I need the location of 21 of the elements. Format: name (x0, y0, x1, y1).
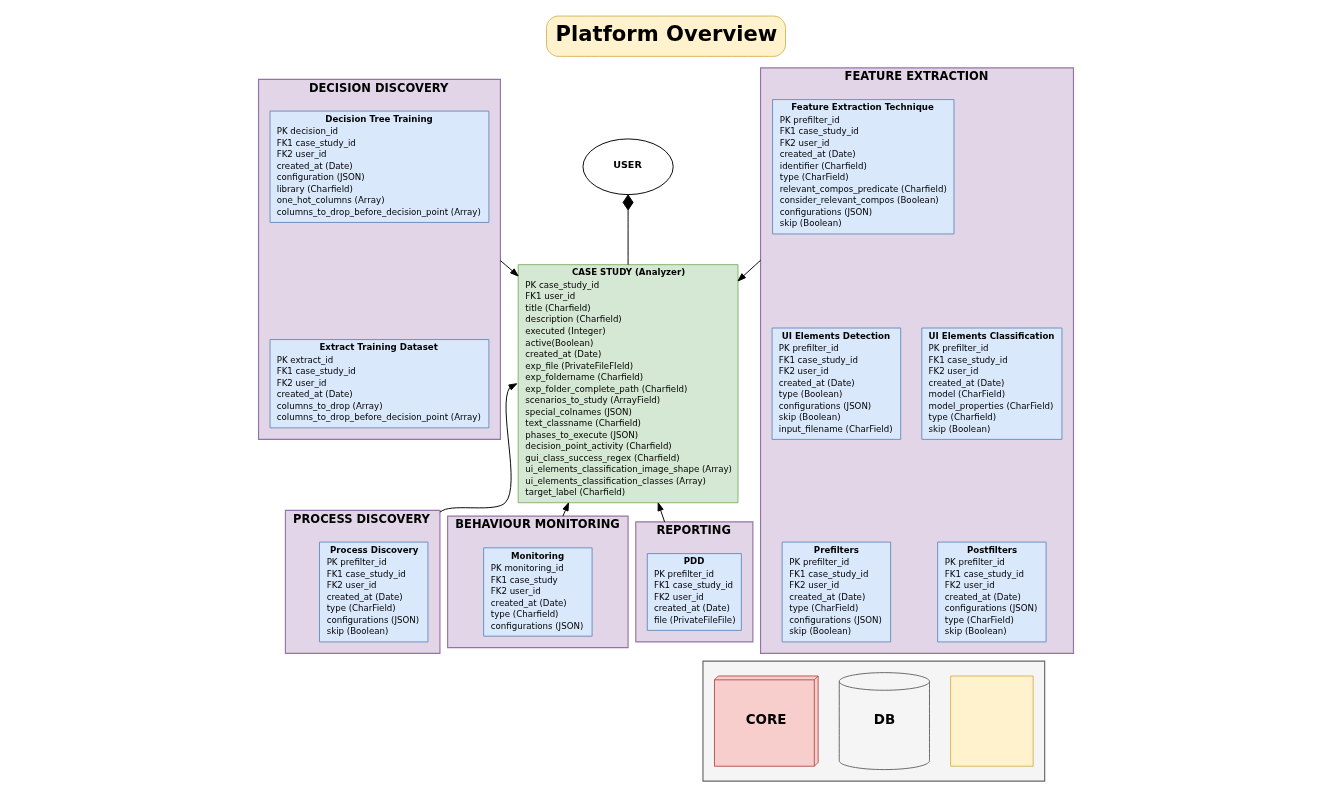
arrow (438, 383, 517, 513)
node-box: PDD PK prefilter_id FK1 case_study_id FK2 user_id created_at (Date) file (PrivateFileFile) (646, 553, 742, 631)
node-box: UI Elements Classification PK prefilter_id FK1 case_study_id FK2 user_id created_at (Date) model (CharField) model_properties (CharField) type (Charfield) skip (Boolean) (920, 327, 1062, 440)
node-box: Decision Tree Training PK decision_id FK1 case_study_id FK2 user_id created_at (Date) configuration (JSON) library (Charfield) one_hot_columns (Array) columns_to_drop_before_decision_point (Array) (269, 110, 489, 223)
node-box: Monitoring PK monitoring_id FK1 case_study FK2 user_id created_at (Date) type (Charfield) configurations (JSON) (482, 547, 593, 637)
arrow (657, 502, 665, 523)
node-box: CASE STUDY (Analyzer) PK case_study_id FK1 user_id title (Charfield) description (Charfield) executed (Integer) active(Boolean) created_at (Date) exp_file (PrivateFileFIeld) exp_foldername (Charfield) exp_folder_complete_path (Charfield) scenarios_to_study (ArrayField) special_colnames (JSON) text_classname (Charfield) phases_to_execute (JSON) decision_point_activity (Charfield) gui_class_success_regex (Charfield) ui_elements_classification_image_shape (Array) ui_elements_classification_classes (Array) target_label (Charfield) (517, 264, 738, 504)
node-box: Postfilters PK prefilter_id FK1 case_study_id FK2 user_id created_at (Date) configurations (JSON) type (CharField) skip (Boolean) (936, 541, 1047, 643)
connector (622, 194, 634, 266)
node-box: UI Elements Detection PK prefilter_id FK1 case_study_id FK2 user_id created_at (Date) type (Boolean) configurations (JSON) skip (Boolean) input_filename (CharField) (771, 327, 901, 440)
diagram-title: Platform Overview (555, 20, 777, 46)
arrow (737, 259, 761, 282)
arrow (499, 260, 519, 277)
arrow (561, 502, 569, 517)
node-box: Feature Extraction Technique PK prefilter_id FK1 case_study_id FK2 user_id created_at (Date) identifier (Charfield) type (CharField) relevant_compos_predicate (Charfield) consider_relevant_compos (Boolean) configurations (JSON) skip (Boolean) (771, 99, 954, 235)
node-box: Prefilters PK prefilter_id FK1 case_study_id FK2 user_id created_at (Date) type (CharField) configurations (JSON) skip (Boolean) (781, 541, 891, 643)
node-box: Process Discovery PK prefilter_id FK1 case_study_id FK2 user_id created_at (Date) type (CharField) configurations (JSON) skip (Boolean) (318, 541, 428, 643)
node-box (949, 675, 1034, 767)
node-box: Extract Training Dataset PK extract_id FK1 case_study_id FK2 user_id created_at (Date) columns_to_drop (Array) columns_to_drop_before_decision_point (Array) (269, 339, 489, 429)
cluster (701, 660, 1045, 782)
node-ellipse: USER (582, 138, 674, 196)
